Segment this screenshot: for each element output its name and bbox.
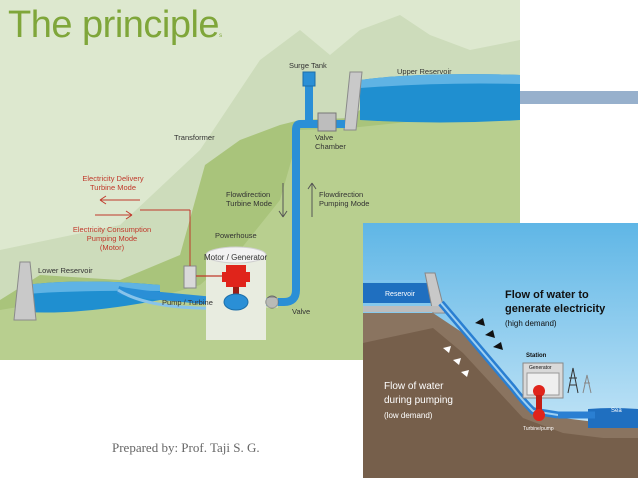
inset-reservoir — [363, 283, 441, 303]
inset-flow-generate-line1: Flow of water to — [505, 289, 589, 301]
inset-arrow-gen-2 — [485, 330, 495, 338]
inset-graphic — [363, 223, 638, 478]
electricity-consumption-label: Electricity Consumption Pumping Mode (Mo… — [72, 225, 152, 252]
upper-reservoir-surface — [360, 74, 520, 88]
motor-generator-flange — [222, 272, 250, 282]
inset-turbine — [533, 409, 545, 421]
lower-dam — [13, 261, 37, 321]
inset-station-label: Station — [526, 353, 547, 359]
inset-flow-generate-line2: generate electricity — [505, 303, 606, 315]
upper-reservoir-water — [360, 74, 520, 123]
transformer-box — [183, 265, 197, 289]
motor-generator-label: Motor / Generator — [204, 253, 268, 262]
inset-arrow-pump-3 — [461, 370, 469, 377]
inset-flow-pumping-line2: during pumping — [384, 395, 453, 406]
surge-tank — [302, 71, 316, 87]
valve-chamber-box — [317, 112, 337, 132]
pump-turbine-label: Pump / Turbine — [162, 298, 213, 307]
inset-low-demand: (low demand) — [384, 411, 433, 420]
delivery-arrow-head — [99, 195, 107, 205]
inset-generator-label: Generator — [529, 365, 552, 371]
inset-flow-pumping-line1: Flow of water — [384, 381, 444, 392]
flow-pumping-label: Flowdirection Pumping Mode — [319, 190, 370, 208]
upper-dam — [343, 71, 363, 131]
inset-high-demand: (high demand) — [505, 319, 557, 328]
inset-ground-deep — [363, 328, 638, 478]
accent-bar — [520, 91, 638, 104]
inset-turbine-pump-label: Turbine/pump — [523, 426, 554, 432]
powerhouse-roof — [205, 246, 267, 264]
upper-reservoir-label: Upper Reservoir — [397, 67, 452, 76]
flow-turbine-label: Flowdirection Turbine Mode — [226, 190, 272, 208]
lower-reservoir-surface — [26, 281, 160, 294]
inset-sea-label: Sea — [611, 408, 622, 414]
valve-chamber-label: Valve Chamber — [315, 133, 346, 151]
inset-diagram: Reservoir Flow of water to generate elec… — [363, 223, 638, 478]
valve-label: Valve — [292, 307, 311, 316]
lower-reservoir-label: Lower Reservoir — [38, 266, 93, 275]
valve-circle — [265, 295, 279, 309]
inset-pylon-1 — [567, 367, 579, 394]
electricity-delivery-label: Electricity Delivery Turbine Mode — [82, 174, 144, 192]
inset-arrow-pump-2 — [453, 358, 461, 365]
page-title: The principles — [8, 4, 222, 46]
inset-sea — [588, 408, 638, 428]
powerhouse-label: Powerhouse — [215, 231, 257, 240]
inset-pylon-2 — [582, 374, 592, 394]
inset-arrow-gen-3 — [493, 342, 503, 350]
surge-tank-label: Surge Tank — [289, 61, 327, 70]
penstock-pipe — [250, 120, 345, 306]
footer-credit: Prepared by: Prof. Taji S. G. — [112, 440, 260, 455]
consumption-arrow-head — [125, 210, 133, 220]
inset-reservoir-label: Reservoir — [385, 291, 415, 298]
generator-shaft — [233, 287, 239, 299]
surge-tank-pipe — [305, 72, 313, 124]
inset-arrow-pump-1 — [443, 346, 451, 353]
inset-arrow-gen-1 — [475, 318, 485, 326]
inset-generator — [533, 385, 545, 397]
pump-turbine — [223, 293, 249, 311]
transformer-label: Transformer — [174, 133, 215, 142]
